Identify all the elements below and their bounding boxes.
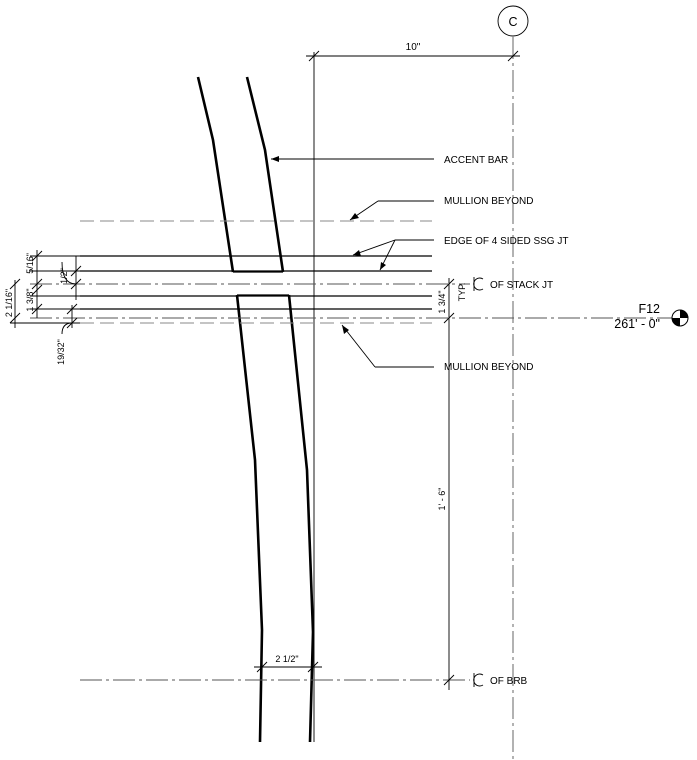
callout-mullion-beyond-top: MULLION BEYOND [349,196,533,221]
dim-1-3-8-label: 1 3/8" [25,288,35,311]
dim-5-16-label: 5/16" [25,253,35,274]
callout-brb: OF BRB [473,673,528,687]
level-elevation: 261' - 0" [614,317,660,331]
mullion-beyond-bottom-label: MULLION BEYOND [444,362,533,373]
level-marker: F12 261' - 0" [614,302,689,331]
accent-bar-upper-left-edge [196,76,235,273]
edge-ssg-label: EDGE OF 4 SIDED SSG JT [444,236,568,247]
left-dimensions: 5/16" 1/2" 1 3/8" 2 1/16" 19/32" [4,250,82,365]
accent-bar-label: ACCENT BAR [444,155,508,166]
callout-stack-jt: OF STACK JT [473,277,553,291]
accent-bar-lower-right-edge [287,294,315,743]
callout-edge-ssg: EDGE OF 4 SIDED SSG JT [352,236,568,271]
dim-1-3-4-label: 1 3/4" [437,290,447,313]
level-name: F12 [638,302,660,316]
dim-19-32-label: 19/32" [56,339,66,365]
right-dimensions: 1 3/4" TYP. 1' - 6" [437,278,467,690]
callout-mullion-beyond-bottom: MULLION BEYOND [341,324,533,373]
dim-typ-label: TYP. [457,283,467,302]
dimension-10: 10" [306,42,520,62]
dimension-2-1-2: 2 1/2" [254,654,322,673]
dim-1-6-label: 1' - 6" [437,488,447,511]
stack-jt-label: OF STACK JT [490,280,553,291]
mullion-beyond-top-label: MULLION BEYOND [444,196,533,207]
dimension-10-label: 10" [406,42,421,53]
accent-bar-upper-right-edge [245,76,285,273]
dim-2-1-16-label: 2 1/16" [4,289,14,317]
dim-2-1-2-label: 2 1/2" [275,654,298,664]
level-target-icon [671,309,689,327]
grid-bubble-label: C [508,15,517,29]
accent-bar-lower-left-edge [235,294,264,743]
callout-accent-bar: ACCENT BAR [271,155,508,166]
brb-label: OF BRB [490,676,528,687]
grid-line-c: C [497,5,529,760]
stack-joint-lines [80,255,432,310]
